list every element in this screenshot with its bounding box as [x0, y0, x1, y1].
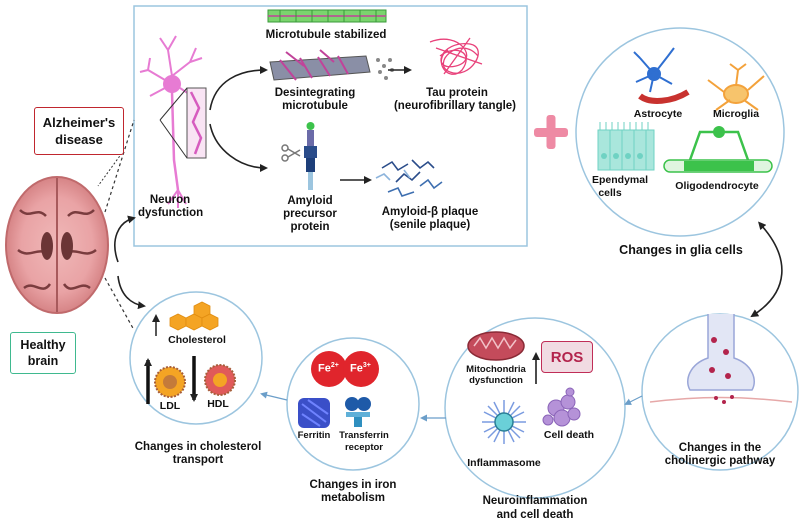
iron-changes-label-2: metabolism — [321, 492, 385, 504]
ros-badge: ROS — [541, 341, 593, 373]
microtubule-stabilized-label: Microtubule stabilized — [265, 29, 387, 41]
glia-cells-circle — [575, 27, 785, 237]
hdl-particle-icon — [204, 364, 236, 396]
neuroinflammation-label-1: Neuroinflammation — [482, 495, 588, 507]
fe2-label: Fe2+ — [318, 362, 339, 375]
inflammasome-label: Inflammasome — [467, 457, 541, 469]
amyloid-label-3: protein — [290, 221, 330, 233]
fe3-label: Fe3+ — [350, 362, 371, 375]
mitochondria-label-2: dysfunction — [469, 375, 523, 386]
cell-death-label: Cell death — [543, 429, 595, 441]
alzheimers-disease-label: Alzheimer's disease — [42, 115, 116, 147]
desintegrating-label-1: Desintegrating — [274, 87, 356, 99]
desintegrating-label-2: microtubule — [282, 100, 348, 112]
plus-icon — [534, 115, 568, 149]
cholesterol-hexagons-icon — [169, 301, 219, 331]
transferrin-receptor-icon — [345, 397, 371, 427]
ldl-label: LDL — [159, 400, 181, 412]
brain-icon — [5, 176, 109, 314]
microglia-icon — [707, 63, 765, 111]
amyloid-precursor-protein-icon — [304, 122, 317, 190]
iron-changes-label-1: Changes in iron — [309, 479, 397, 491]
cholinergic-label-2: cholinergic pathway — [664, 455, 776, 467]
ferritin-icon — [298, 398, 330, 428]
mitochondria-icon — [467, 331, 525, 361]
scissors-icon — [281, 144, 301, 162]
cholesterol-label: Cholesterol — [168, 334, 226, 346]
cholinergic-label-1: Changes in the — [678, 442, 762, 454]
astrocyte-label: Astrocyte — [633, 108, 683, 120]
ependymal-cells-icon — [597, 122, 655, 171]
tau-tangle-icon — [429, 37, 483, 75]
healthy-brain-label-box: Healthy brain — [10, 332, 76, 374]
transferrin-label-1: Transferrin — [339, 430, 389, 441]
amyloid-plaque-icon — [375, 159, 443, 197]
hdl-label: HDL — [207, 398, 229, 410]
synapse-icon — [649, 314, 793, 404]
cell-death-icon — [542, 387, 581, 427]
cholesterol-changes-label-2: transport — [172, 454, 224, 466]
microtubule-stabilized-icon — [267, 9, 387, 23]
oligodendrocyte-icon — [663, 126, 773, 173]
amyloid-label-1: Amyloid — [287, 195, 333, 207]
inflammasome-icon — [482, 400, 526, 444]
alzheimers-disease-label-box: Alzheimer's disease — [34, 107, 124, 155]
tau-label-1: Tau protein — [426, 87, 488, 99]
desintegrating-microtubule-icon — [269, 49, 394, 81]
plaque-label-1: Amyloid-β plaque — [381, 206, 479, 218]
neuron-icon — [139, 35, 203, 208]
oligodendrocyte-label: Oligodendrocyte — [675, 180, 759, 192]
cholesterol-changes-label-1: Changes in cholesterol — [134, 441, 262, 453]
ferritin-label: Ferritin — [297, 430, 331, 441]
healthy-brain-label: Healthy brain — [20, 338, 66, 368]
neuron-label-2: dysfunction — [138, 207, 204, 219]
microglia-label: Microglia — [712, 108, 760, 120]
fe2-ion-icon — [311, 351, 347, 387]
ependymal-label-1: Ependymal — [591, 174, 649, 186]
neuron-label-1: Neuron — [149, 194, 191, 206]
plaque-label-2: (senile plaque) — [389, 219, 471, 231]
amyloid-label-2: precursor — [283, 208, 337, 220]
astrocyte-icon — [633, 47, 690, 104]
fe3-ion-icon — [343, 351, 379, 387]
neuroinflammation-label-2: and cell death — [496, 509, 574, 521]
ependymal-label-2: cells — [598, 187, 622, 199]
tau-label-2: (neurofibrillary tangle) — [393, 100, 517, 112]
transferrin-label-2: receptor — [344, 442, 383, 453]
glia-changes-label: Changes in glia cells — [619, 243, 743, 257]
ldl-particle-icon — [154, 366, 186, 398]
mitochondria-label-1: Mitochondria — [466, 364, 526, 375]
